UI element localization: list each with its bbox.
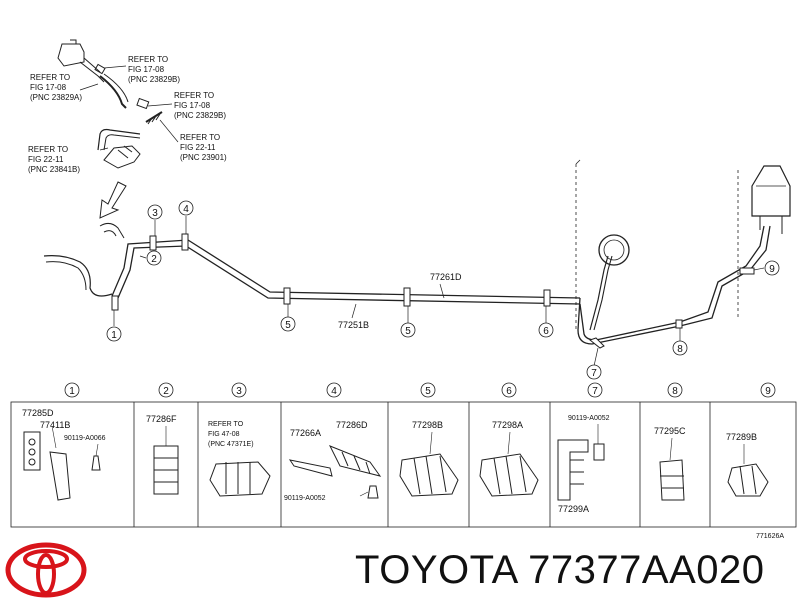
callout-2-line-3: (PNC 23829A): [30, 93, 82, 102]
svg-text:5: 5: [405, 326, 411, 337]
table-frame: [10, 401, 797, 528]
callout-3-line-1: REFER TO: [174, 91, 214, 100]
figure-code: 771626A: [756, 533, 784, 540]
callout-3-line-3: (PNC 23829B): [174, 111, 226, 120]
svg-text:5: 5: [425, 386, 431, 397]
callout-5-line-2: FIG 22-11: [28, 155, 64, 164]
part-77286F: 77286F: [146, 414, 177, 424]
direction-arrow-icon: [99, 181, 127, 219]
marker-1: 1: [106, 326, 122, 342]
part-77285D: 77285D: [22, 408, 54, 418]
svg-text:7: 7: [592, 386, 598, 397]
brand-part-number: TOYOTA 77377AA020: [355, 548, 765, 592]
svg-text:3: 3: [236, 386, 242, 397]
diagram-markers: 1 2 3 4 5 5 6 7 8 9: [106, 200, 780, 380]
part-90119-A0066: 90119-A0066: [64, 435, 106, 442]
svg-text:4: 4: [331, 386, 337, 397]
table-header-8: 8: [667, 382, 683, 398]
fuel-filter-assembly: [57, 39, 163, 169]
table-cell-5: 77298B: [399, 420, 459, 497]
part-77289B: 77289B: [726, 432, 757, 442]
svg-text:3: 3: [152, 208, 158, 219]
callout-1-line-2: FIG 17-08: [128, 65, 165, 74]
pipe-label-77261D: 77261D: [430, 272, 462, 282]
pipe-label-77251B: 77251B: [338, 320, 369, 330]
part-77411B: 77411B: [40, 420, 70, 430]
svg-text:2: 2: [151, 254, 157, 265]
table-header-2: 2: [158, 382, 174, 398]
callout-1-line-1: REFER TO: [128, 55, 168, 64]
table-cell-7: 90119-A0052 77299A: [557, 415, 610, 514]
callout-refer-2: REFER TO FIG 17-08 (PNC 23829A): [30, 73, 82, 102]
part-77298A: 77298A: [492, 420, 523, 430]
marker-2: 2: [146, 250, 162, 266]
part-77286D: 77286D: [336, 420, 368, 430]
table-header-9: 9: [760, 382, 776, 398]
callout-4-line-2: FIG 22-11: [180, 143, 216, 152]
callout-refer-4: REFER TO FIG 22-11 (PNC 23901): [180, 133, 227, 162]
fuel-line-assembly: [43, 159, 791, 349]
table-header-5: 5: [420, 382, 436, 398]
callout-2-line-1: REFER TO: [30, 73, 70, 82]
marker-7: 7: [586, 364, 602, 380]
svg-text:7: 7: [591, 368, 597, 379]
callout-3-line-2: FIG 17-08: [174, 101, 211, 110]
svg-text:6: 6: [506, 386, 512, 397]
part-77266A: 77266A: [290, 428, 321, 438]
callout-4-line-1: REFER TO: [180, 133, 220, 142]
svg-text:1: 1: [69, 386, 75, 397]
callout-refer-1: REFER TO FIG 17-08 (PNC 23829B): [128, 55, 180, 84]
svg-text:5: 5: [285, 320, 291, 331]
table-header-7: 7: [587, 382, 603, 398]
table-header-6: 6: [501, 382, 517, 398]
table-cell-2: 77286F: [146, 414, 179, 495]
svg-text:6: 6: [543, 326, 549, 337]
callout-5-line-3: (PNC 23841B): [28, 165, 80, 174]
callout-leaders: [79, 65, 179, 151]
marker-6: 6: [538, 322, 554, 338]
table-cell-6: 77298A: [479, 420, 539, 497]
table-header-1: 1: [64, 382, 80, 398]
marker-5b: 5: [400, 322, 416, 338]
svg-text:8: 8: [677, 344, 683, 355]
part-90119-A0052-b: 90119-A0052: [568, 415, 610, 422]
svg-text:9: 9: [769, 264, 775, 275]
cell-3-refer-line-3: (PNC 47371E): [208, 441, 254, 448]
table-headers: 1 2 3 4 5 6 7 8 9: [64, 382, 776, 398]
toyota-logo-icon: [5, 542, 87, 598]
pipe-labels: 77261D 77251B: [338, 272, 462, 330]
parts-table: 1 2 3 4 5 6 7 8 9 77285D 77411B 90119-A0…: [10, 382, 797, 528]
table-cell-3: REFER TO FIG 47-08 (PNC 47371E): [208, 421, 271, 497]
callout-4-line-3: (PNC 23901): [180, 153, 227, 162]
svg-text:9: 9: [765, 386, 771, 397]
callout-2-line-2: FIG 17-08: [30, 83, 67, 92]
part-90119-A0052: 90119-A0052: [284, 495, 326, 502]
cell-3-refer-line-1: REFER TO: [208, 421, 244, 428]
callout-1-line-3: (PNC 23829B): [128, 75, 180, 84]
table-cell-8: 77295C: [654, 426, 686, 501]
part-77298B: 77298B: [412, 420, 443, 430]
callout-refer-5: REFER TO FIG 22-11 (PNC 23841B): [28, 145, 80, 174]
table-cell-1: 77285D 77411B 90119-A0066: [22, 408, 106, 501]
cell-3-refer-line-2: FIG 47-08: [208, 431, 240, 438]
marker-8: 8: [672, 340, 688, 356]
marker-3: 3: [147, 204, 163, 220]
marker-leaders: [113, 216, 765, 367]
table-header-4: 4: [326, 382, 342, 398]
marker-9: 9: [764, 260, 780, 276]
svg-text:4: 4: [183, 204, 189, 215]
svg-text:8: 8: [672, 386, 678, 397]
callout-refer-3: REFER TO FIG 17-08 (PNC 23829B): [174, 91, 226, 120]
marker-5a: 5: [280, 316, 296, 332]
svg-text:2: 2: [163, 386, 169, 397]
table-cell-9: 77289B: [726, 432, 769, 497]
part-77299A: 77299A: [558, 504, 589, 514]
svg-text:1: 1: [111, 330, 117, 341]
part-77295C: 77295C: [654, 426, 686, 436]
table-header-3: 3: [231, 382, 247, 398]
marker-4: 4: [178, 200, 194, 216]
table-cell-4: 77266A 77286D 90119-A0052: [284, 420, 382, 502]
callout-5-line-1: REFER TO: [28, 145, 68, 154]
